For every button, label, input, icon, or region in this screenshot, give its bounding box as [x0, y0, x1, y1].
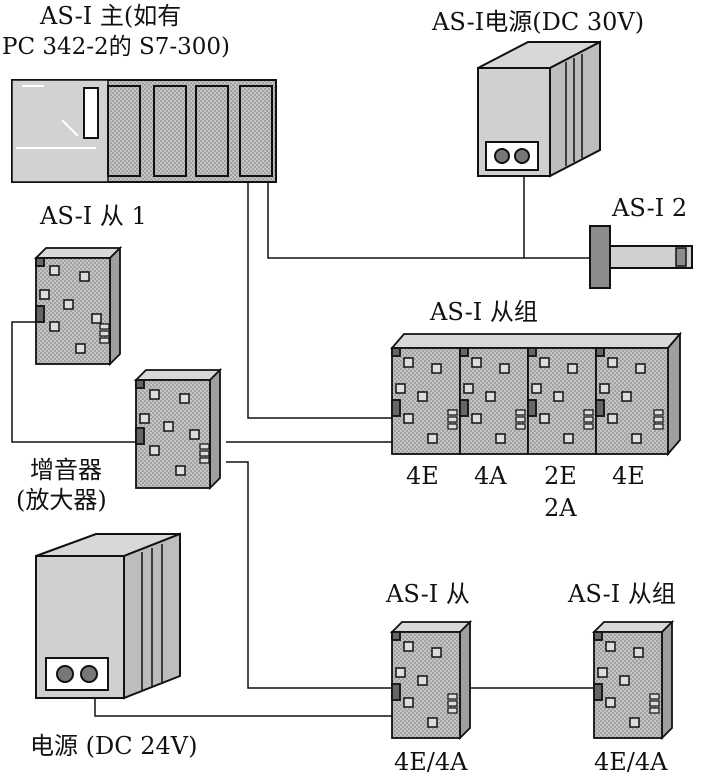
as-i-slave-1: [33, 245, 123, 367]
terminal-screw: [494, 148, 510, 164]
slave-group-bottom-io-label: 4E/4A: [594, 748, 668, 775]
master-label-line2: PC 342-2的 S7-300): [2, 34, 230, 60]
group-io-label-2: 4A: [474, 462, 507, 490]
plc-module-slot: [239, 85, 273, 177]
slave-group-module: [391, 347, 461, 455]
group-io-label-3b: 2A: [544, 494, 577, 522]
repeater-amplifier: [133, 367, 223, 491]
slave1-label: AS-I 从 1: [39, 202, 147, 230]
wire-master-to-as-i-2: [267, 183, 590, 259]
psu30-label: AS-I电源(DC 30V): [431, 8, 644, 36]
plc-module-slot: [195, 85, 229, 177]
wire-master-to-slave-group: [247, 183, 392, 419]
slave-group-module: [595, 347, 669, 455]
terminal-screw: [514, 148, 530, 164]
slave-group-module: [527, 347, 597, 455]
network-wires: [11, 176, 594, 717]
as-i-2-label: AS-I 2: [611, 194, 687, 222]
wire-psu24-to-bus: [94, 695, 392, 717]
as-i-slave-group: [390, 331, 682, 457]
as-i-master-plc: [11, 79, 277, 183]
as-i-slave-bottom: [389, 619, 473, 741]
as-i-slave-group-bottom: [591, 619, 675, 741]
plc-key-slot: [83, 87, 99, 139]
diagram-labels: AS-I 主(如有 PC 342-2的 S7-300) AS-I电源(DC 30…: [2, 2, 687, 775]
as-i-power-supply-30v: [477, 40, 601, 178]
slave-group-bottom-label: AS-I 从组: [567, 580, 676, 608]
group-io-label-1: 4E: [406, 462, 439, 490]
terminal-block: [485, 141, 539, 171]
group-io-label-4: 4E: [612, 462, 645, 490]
slave-bottom-io-label: 4E/4A: [394, 748, 468, 775]
terminal-screw: [56, 665, 74, 683]
as-i-2-connector: [589, 225, 693, 289]
repeater-label-line2: (放大器): [16, 486, 107, 514]
repeater-label-line1: 增音器: [30, 456, 102, 484]
group-io-label-3a: 2E: [544, 462, 577, 490]
slave-group-module: [459, 347, 529, 455]
terminal-screw: [80, 665, 98, 683]
psu24-label: 电源 (DC 24V): [30, 732, 197, 760]
wire-repeater-to-bottom-slaves: [226, 461, 392, 689]
plc-module-slot: [107, 85, 141, 177]
wire-slave1-to-repeater: [11, 321, 136, 443]
slave-bottom-label: AS-I 从: [385, 580, 470, 608]
power-supply-24v: [35, 532, 181, 700]
terminal-block: [45, 657, 109, 691]
slave-group-top-label: AS-I 从组: [429, 298, 538, 326]
plc-module-slot: [153, 85, 187, 177]
master-label-line1: AS-I 主(如有: [39, 2, 181, 30]
